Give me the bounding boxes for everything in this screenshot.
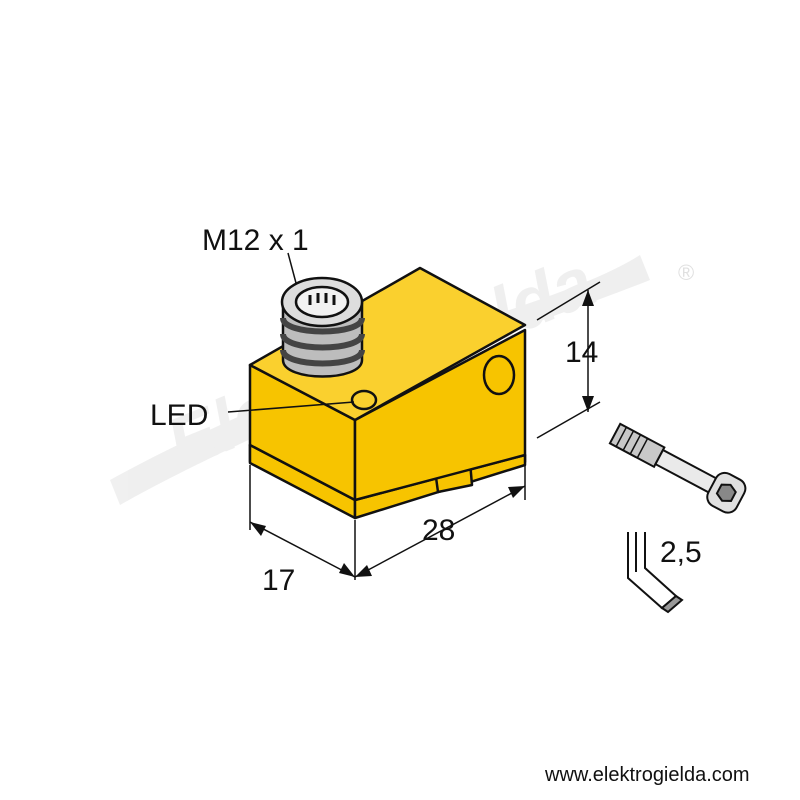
- dim-17-line: [249, 521, 356, 578]
- dim-14-arrow-top: [582, 290, 594, 306]
- screw-hex-socket: [715, 483, 737, 502]
- connector-leader: [287, 252, 297, 284]
- hex-key-tip: [660, 594, 684, 614]
- m12-connector: [280, 276, 365, 378]
- dimension-lines: [249, 281, 601, 580]
- footer-url[interactable]: www.elektrogielda.com: [544, 764, 750, 786]
- dim-14-arrow-bottom: [582, 396, 594, 412]
- dim-17-arrow-left: [250, 522, 266, 536]
- led-leader: [227, 401, 355, 413]
- connector-label: M12 x 1: [202, 224, 309, 257]
- length-dimension-label: 28: [422, 514, 455, 547]
- hex-key-size-label: 2,5: [660, 536, 702, 569]
- connector-pins: [308, 293, 336, 305]
- housing-top-face: [248, 266, 527, 422]
- dim-28-line: [354, 485, 526, 578]
- mounting-screw-icon: [608, 422, 747, 514]
- led-label: LED: [150, 399, 208, 432]
- connector-ring-3: [280, 348, 365, 367]
- dim-14-extension-top: [536, 281, 601, 321]
- registered-mark: ®: [678, 260, 694, 285]
- height-dimension-label: 14: [565, 336, 598, 369]
- connector-socket: [294, 285, 350, 319]
- led-window: [350, 389, 378, 411]
- screw-shank: [654, 448, 720, 495]
- mounting-hole: [482, 354, 516, 396]
- dim-17-arrow-right: [339, 563, 355, 577]
- hex-key-icon: [627, 532, 684, 614]
- connector-ring-2: [280, 332, 365, 351]
- dim-14-extension-bottom: [536, 401, 601, 439]
- dim-28-arrow-left: [355, 565, 372, 577]
- dim-28-arrow-right: [508, 486, 525, 498]
- connector-ring-1: [280, 316, 365, 335]
- width-dimension-label: 17: [262, 564, 295, 597]
- screw-thread: [608, 422, 666, 469]
- screw-thread-lines: [615, 426, 649, 459]
- sensor-housing: [248, 266, 527, 520]
- leader-lines: [227, 252, 355, 413]
